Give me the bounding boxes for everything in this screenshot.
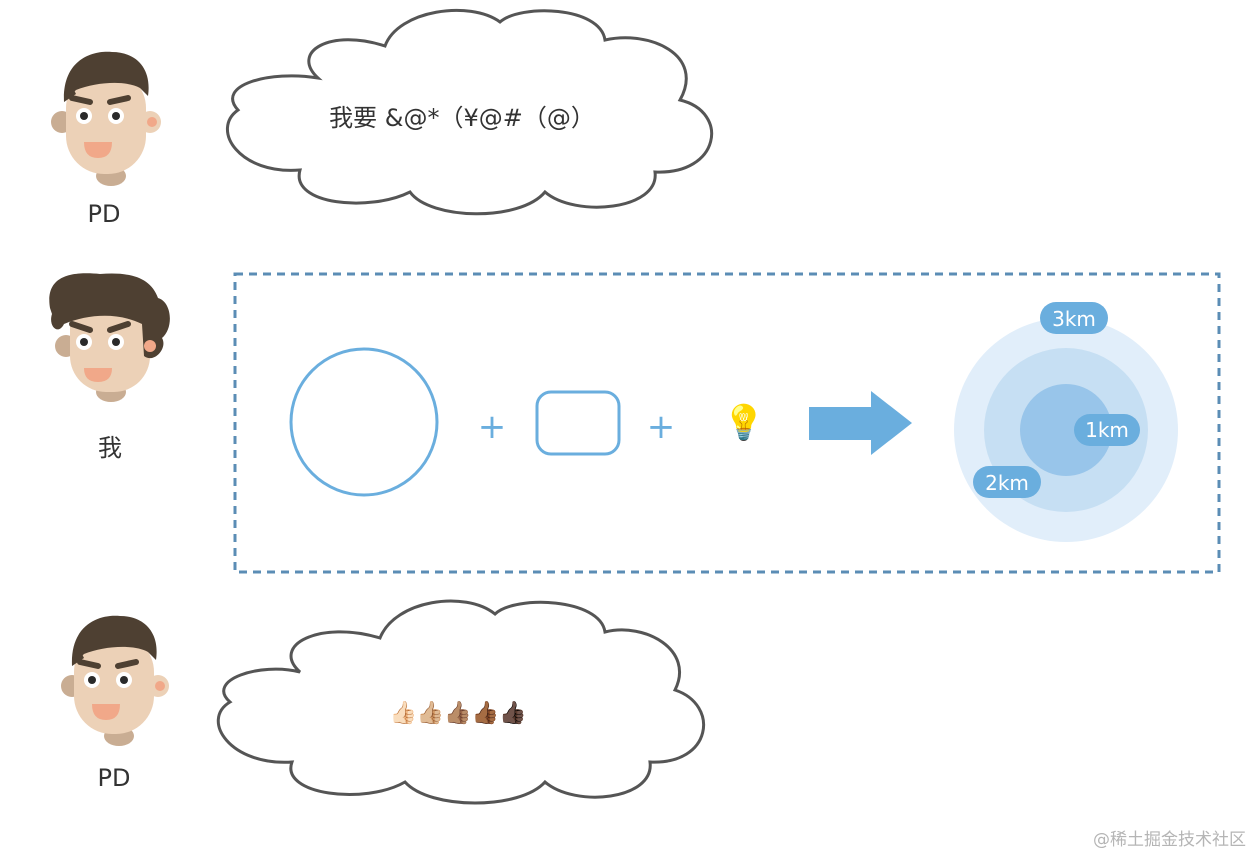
lightbulb-icon: 💡 <box>723 403 765 443</box>
avatar-me <box>49 273 170 402</box>
mouth <box>84 368 112 382</box>
requirement-box <box>233 272 1221 574</box>
watermark: @稀土掘金技术社区 <box>1093 830 1246 850</box>
eye-right <box>120 676 128 684</box>
hair <box>71 615 157 666</box>
mouth <box>84 142 112 158</box>
eye-left <box>80 338 88 346</box>
eye-left <box>88 676 96 684</box>
eyebrow-left <box>69 321 93 333</box>
plus-sign-2: + <box>647 407 676 447</box>
cheek <box>147 117 157 127</box>
badge-2km: 2km <box>973 466 1041 498</box>
eye-right <box>112 338 120 346</box>
avatar-pd-top <box>51 51 161 186</box>
person-label-pd-top: PD <box>88 200 121 228</box>
eyebrow-left <box>69 95 93 105</box>
rounded-rect-shape <box>535 390 621 456</box>
speech-cloud-bottom <box>216 599 706 805</box>
eyebrow-right <box>115 659 139 669</box>
bubble-text-top: 我要 &@*（¥@#（@） <box>329 104 595 132</box>
svg-text:1km: 1km <box>1085 418 1129 442</box>
eyebrow-right <box>107 95 131 105</box>
eyebrow-right <box>107 321 131 333</box>
hair <box>49 273 170 359</box>
radius-rings <box>954 318 1178 542</box>
svg-text:3km: 3km <box>1052 307 1096 331</box>
mouth <box>92 704 120 720</box>
plus-sign-1: + <box>478 407 507 447</box>
svg-text:2km: 2km <box>985 471 1029 495</box>
badge-1km: 1km <box>1074 414 1140 446</box>
eyebrow-left <box>77 659 101 669</box>
cheek <box>144 340 156 352</box>
person-label-me: 我 <box>98 434 122 462</box>
avatar-pd-bottom <box>61 615 169 746</box>
ring-1km <box>1020 384 1112 476</box>
eye-right <box>112 112 120 120</box>
thumbs-up-icons: 👍🏻👍🏼👍🏽👍🏾👍🏿 <box>390 700 527 726</box>
eye-left <box>80 112 88 120</box>
arrow-right-icon <box>809 391 912 455</box>
speech-cloud-top <box>226 8 714 216</box>
hair <box>63 51 149 102</box>
person-label-pd-bottom: PD <box>98 764 131 792</box>
cheek <box>155 681 165 691</box>
circle-shape <box>289 347 439 497</box>
badge-3km: 3km <box>1040 302 1108 334</box>
